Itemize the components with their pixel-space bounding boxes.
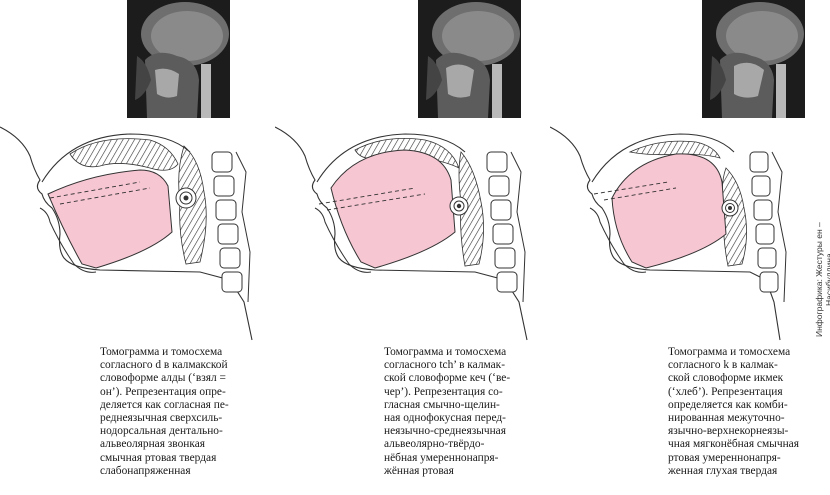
caption-3: Томограмма и томосхема согласного k в ка… xyxy=(668,346,830,478)
caption-text-3: Томограмма и томосхема согласного k в ка… xyxy=(668,346,799,477)
tomoscheme-3 xyxy=(550,126,787,341)
tomoscheme-1 xyxy=(0,126,253,341)
caption-text-1: Томограмма и томосхема согласного d в ка… xyxy=(100,346,229,477)
panel-3: Томограмма и томосхема согласного k в ка… xyxy=(550,0,820,495)
panel-2: Томограмма и томосхема согласного tch’ в… xyxy=(275,0,545,495)
tomoscheme-2 xyxy=(275,126,528,341)
caption-2: Томограмма и томосхема согласного tch’ в… xyxy=(384,346,559,478)
panel-1: Томограмма и томосхема согласного d в ка… xyxy=(0,0,270,495)
caption-text-2: Томограмма и томосхема согласного tch’ в… xyxy=(384,346,511,477)
infographic-credit: Инфографика: Жестуры ен – Насибуллина xyxy=(814,222,830,338)
caption-1: Томограмма и томосхема согласного d в ка… xyxy=(100,346,275,478)
mri-image-1 xyxy=(127,0,230,118)
mri-image-3 xyxy=(702,0,805,118)
mri-image-2 xyxy=(418,0,521,118)
